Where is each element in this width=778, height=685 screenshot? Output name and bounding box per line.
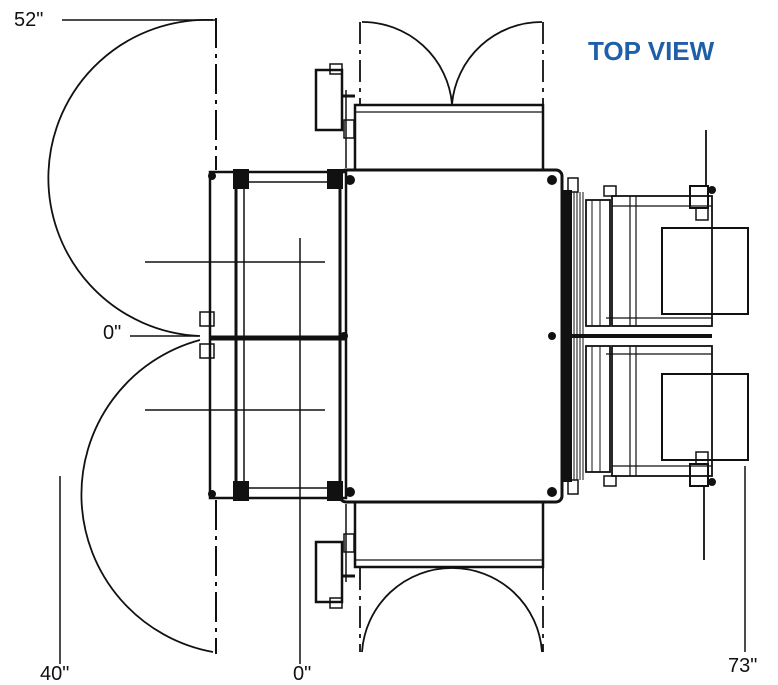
left-door-swing-lower (80, 339, 217, 654)
view-title: TOP VIEW (588, 36, 715, 66)
top-doors (359, 21, 544, 105)
top-module (314, 63, 545, 172)
dimension-label-0in-center: 0" (293, 663, 312, 685)
dimension-label-0in-left: 0" (103, 322, 122, 344)
bottom-module (314, 500, 545, 609)
dimension-leaders-left (59, 19, 216, 664)
dimension-label-73in: 73" (728, 655, 758, 677)
left-door-swing-upper (47, 18, 217, 337)
dimension-label-52in: 52" (14, 9, 44, 31)
left-frame (199, 169, 348, 501)
bottom-doors (359, 567, 544, 653)
dimension-label-40in: 40" (40, 663, 70, 685)
right-assembly (562, 130, 749, 652)
center-chamber (338, 168, 564, 504)
